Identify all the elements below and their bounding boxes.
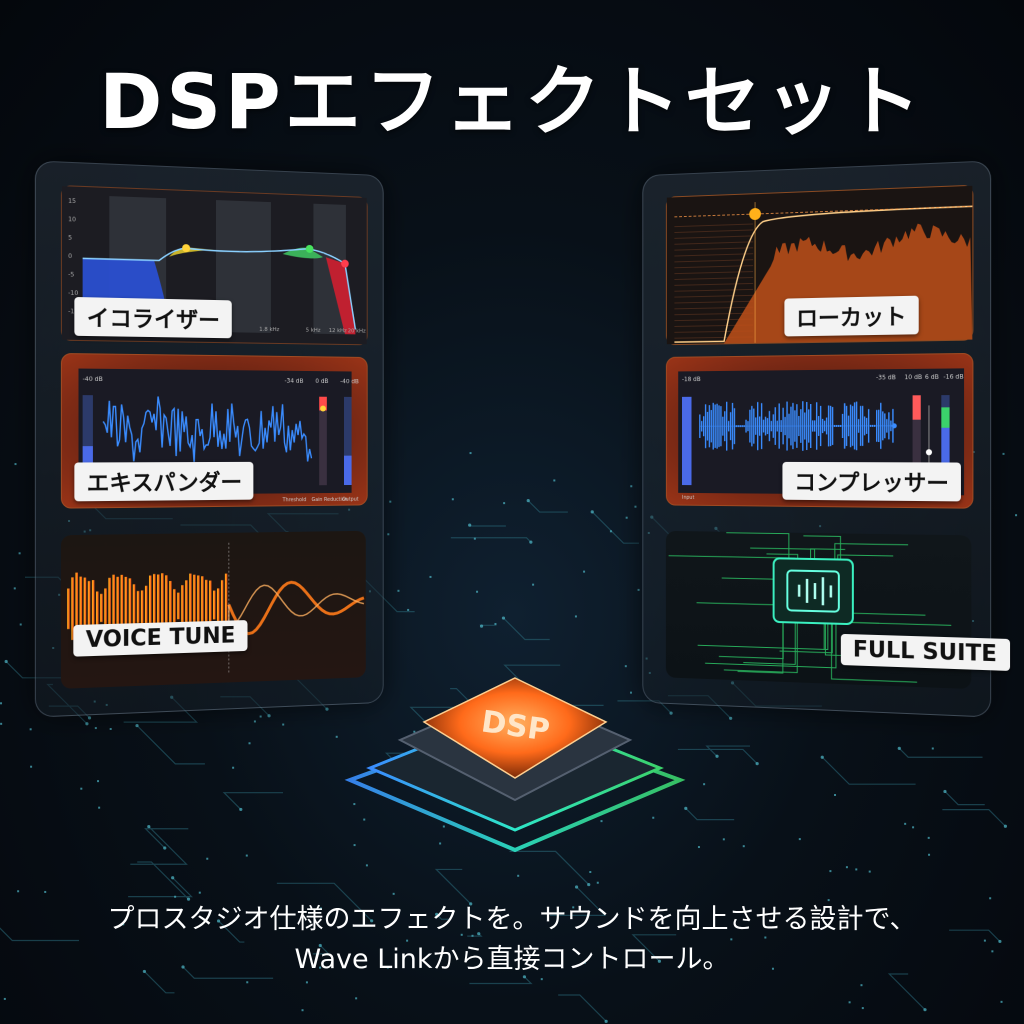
eq-node-1 — [182, 244, 191, 253]
voice-tune-label: VOICE TUNE — [73, 620, 248, 657]
eq-scale-5: -10 — [68, 290, 78, 297]
expander-label: エキスパンダー — [74, 461, 254, 502]
page-title: DSPエフェクトセット — [99, 57, 925, 146]
caption-line-1: プロスタジオ仕様のエフェクトを。サウンドを向上させる設計で、 — [107, 904, 917, 935]
expander-threshold: Threshold — [282, 497, 307, 503]
dsp-chip: DSP — [344, 677, 686, 853]
expander-meter-label: 0 dB — [315, 378, 328, 385]
eq-freq-1: 5 kHz — [306, 328, 321, 334]
voice-tune-graph — [67, 531, 366, 689]
eq-freq-2: 12 kHz — [329, 328, 347, 334]
comp-top-right: -35 dB — [876, 375, 896, 381]
comp-meter-label2: 6 dB — [925, 375, 939, 381]
full-suite-card[interactable]: FULL SUITE — [665, 531, 1010, 690]
voice-tune-card[interactable]: VOICE TUNE — [60, 530, 366, 689]
eq-freq-0: 1.8 kHz — [259, 327, 279, 333]
eq-freq-3: 20 kHz — [348, 328, 366, 334]
compressor-label: コンプレッサー — [782, 461, 962, 502]
compressor-card[interactable]: -18 dB -35 dB 10 dB 6 dB -16 dB Input コン… — [665, 352, 974, 509]
mini-chip-outline — [774, 558, 853, 624]
comp-input: Input — [682, 495, 694, 501]
expander-card[interactable]: -40 dB -34 dB 0 dB -40 dB Threshold Gain… — [60, 352, 368, 509]
low-cut-label: ローカット — [784, 295, 919, 337]
waveform-icon — [799, 577, 831, 606]
eq-scale-6: -15 — [68, 308, 78, 315]
caption-line-2: Wave Linkから直接コントロール。 — [294, 944, 730, 975]
expander-gain-reduction: Gain Reduction — [312, 497, 348, 503]
eq-label: イコライザー — [74, 296, 232, 339]
expander-output: Output — [342, 497, 358, 503]
right-effects-panel: ローカット -18 dB -35 dB 10 dB 6 dB -16 dB In… — [642, 160, 1010, 718]
eq-scale-3: 0 — [68, 253, 72, 260]
expander-top-right: -34 dB — [285, 378, 304, 385]
expander-meter-label2: -40 dB — [340, 378, 359, 385]
eq-card[interactable]: 15 10 5 0 -5 -10 -15 1.8 kHz 5 kHz 12 kH… — [60, 185, 368, 346]
eq-scale-0: 15 — [68, 198, 76, 205]
eq-scale-1: 10 — [68, 216, 76, 223]
eq-scale-2: 5 — [68, 234, 72, 241]
full-suite-graph — [666, 531, 971, 689]
eq-scale-4: -5 — [68, 271, 74, 278]
low-cut-card[interactable]: ローカット — [665, 184, 974, 346]
eq-node-2 — [305, 244, 314, 253]
low-cut-handle — [749, 207, 761, 221]
expander-top-left: -40 dB — [83, 376, 103, 383]
full-suite-label: FULL SUITE — [840, 633, 1010, 671]
comp-meter-label3: -16 dB — [943, 374, 963, 380]
comp-meter-label: 10 dB — [904, 375, 922, 381]
left-effects-panel: 15 10 5 0 -5 -10 -15 1.8 kHz 5 kHz 12 kH… — [34, 160, 384, 718]
caption: プロスタジオ仕様のエフェクトを。サウンドを向上させる設計で、 Wave Link… — [0, 900, 1024, 980]
comp-top-left: -18 dB — [682, 377, 701, 383]
